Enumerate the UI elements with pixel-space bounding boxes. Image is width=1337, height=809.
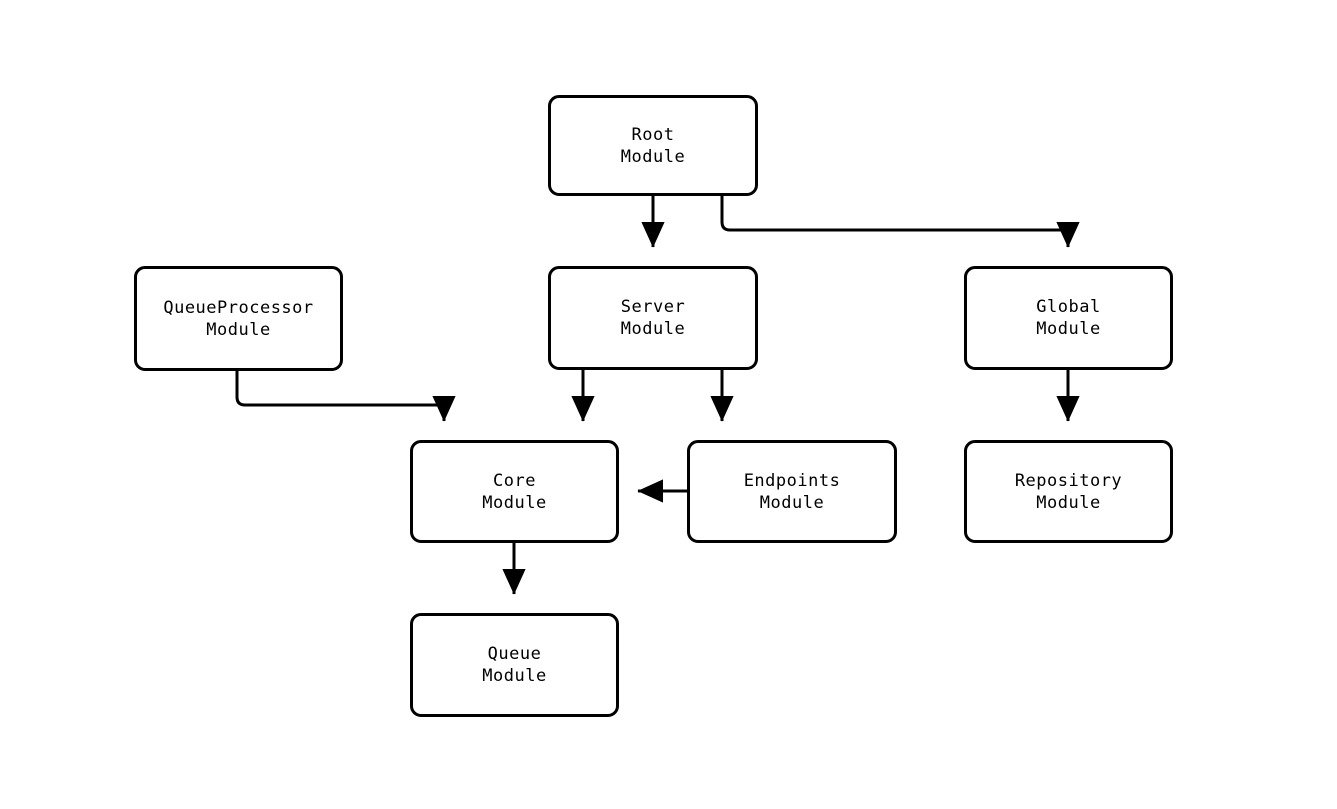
node-queue-module-line2: Module bbox=[482, 666, 547, 686]
node-queueprocessor-module-line1: QueueProcessor bbox=[163, 297, 314, 318]
node-endpoints-module-line1: Endpoints bbox=[743, 470, 841, 491]
node-root-module-line1: Root bbox=[631, 124, 675, 145]
node-core-module-line2: Module bbox=[482, 492, 547, 513]
node-server-module-line2: Module bbox=[620, 319, 686, 339]
node-global-module-line2: Module bbox=[1036, 319, 1101, 339]
edge-queueprocessor-to-core bbox=[235, 371, 456, 422]
node-global-module[interactable]: Global Module bbox=[964, 266, 1173, 370]
node-endpoints-module-line2: Module bbox=[759, 492, 825, 513]
node-server-module[interactable]: Server Module bbox=[548, 266, 758, 370]
node-queue-module[interactable]: Queue Module bbox=[410, 613, 619, 717]
node-queueprocessor-module-line2: Module bbox=[206, 319, 271, 340]
node-global-module-line1: Global bbox=[1036, 297, 1101, 317]
node-queueprocessor-module[interactable]: QueueProcessor Module bbox=[134, 266, 343, 371]
node-root-module-line2: Module bbox=[620, 146, 686, 167]
node-repository-module[interactable]: Repository Module bbox=[964, 440, 1173, 543]
node-endpoints-module[interactable]: Endpoints Module bbox=[687, 440, 897, 543]
edge-root-to-global bbox=[720, 196, 1080, 248]
node-core-module[interactable]: Core Module bbox=[410, 440, 619, 543]
node-queue-module-line1: Queue bbox=[487, 644, 542, 664]
node-root-module[interactable]: Root Module bbox=[548, 95, 758, 196]
node-repository-module-line1: Repository bbox=[1014, 470, 1123, 491]
node-repository-module-line2: Module bbox=[1036, 492, 1101, 513]
node-server-module-line1: Server bbox=[620, 297, 686, 317]
node-core-module-line1: Core bbox=[493, 470, 536, 491]
